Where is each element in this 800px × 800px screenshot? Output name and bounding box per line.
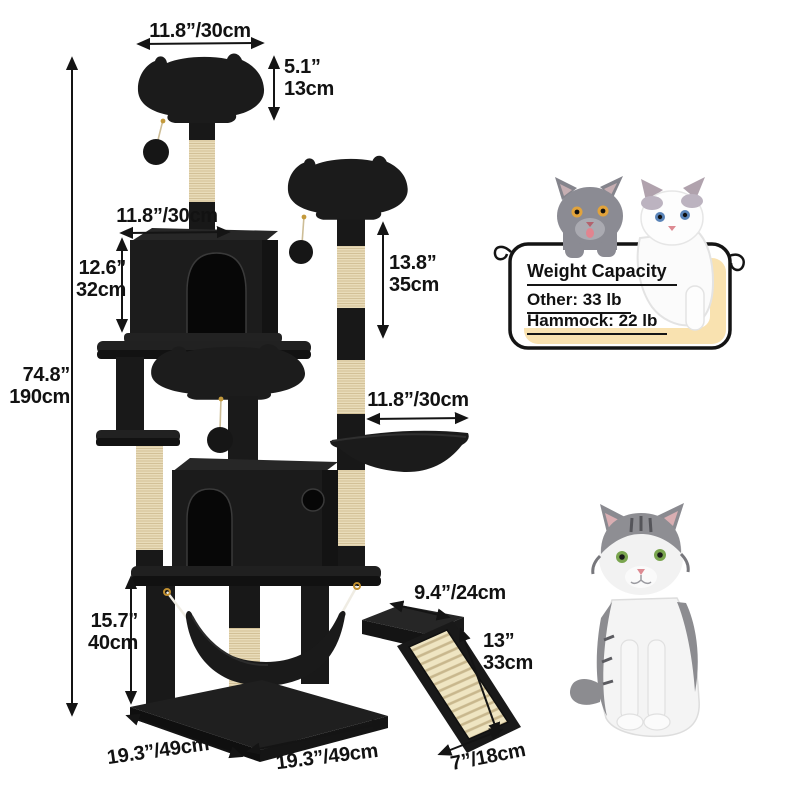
lower-platform [131,566,381,586]
arrow-basket-width [366,411,469,426]
white-cat-photo [636,177,715,331]
weight-capacity-hammock: Hammock: 22 lb [527,311,668,335]
gray-cat-photo [555,176,623,258]
hammock [163,582,361,686]
pompom-toy [207,427,233,453]
dim-top-perch-depth: 5.1” 13cm [284,56,334,100]
arrow-ramp-length [458,627,501,737]
pompom-toy [143,139,169,165]
dim-top-perch-width: 11.8”/30cm [149,20,251,42]
hanging-basket [330,430,469,473]
arrow-ramp-platform-width [389,600,451,621]
arrow-top-perch-width [136,36,265,51]
dim-total-height: 74.8” 190cm [9,364,70,408]
peek-hole [301,488,325,512]
arrow-upper-condo-width [119,225,231,240]
center-post [228,396,258,462]
arrow-ramp-width [437,728,504,756]
pompom-toy [289,240,313,264]
card-flourish-left [493,245,512,261]
top-perch [137,53,265,165]
tabby-cat-photo [569,503,700,738]
dim-upper-condo-height: 12.6” 32cm [76,257,126,301]
arrow-base-left [125,713,244,759]
dim-upper-post-height: 13.8” 35cm [389,252,439,296]
left-column [96,357,180,568]
dim-basket-width: 11.8”/30cm [367,389,469,411]
dim-ramp-length: 13” 33cm [483,630,533,674]
card-flourish-right [728,253,745,272]
weight-capacity-other: Other: 33 lb [527,290,632,314]
second-perch [287,155,408,264]
dim-lower-section-height: 15.7” 40cm [88,610,138,654]
scratching-post-right [337,214,365,570]
third-perch [151,344,306,431]
lower-condo [172,458,338,569]
dim-ramp-platform-width: 9.4”/24cm [414,582,506,604]
upper-condo [124,228,282,343]
arrow-base-front [246,719,387,755]
weight-capacity-title: Weight Capacity [527,261,677,286]
dimension-arrows [65,36,504,759]
dim-upper-condo-width: 11.8”/30cm [116,205,218,227]
